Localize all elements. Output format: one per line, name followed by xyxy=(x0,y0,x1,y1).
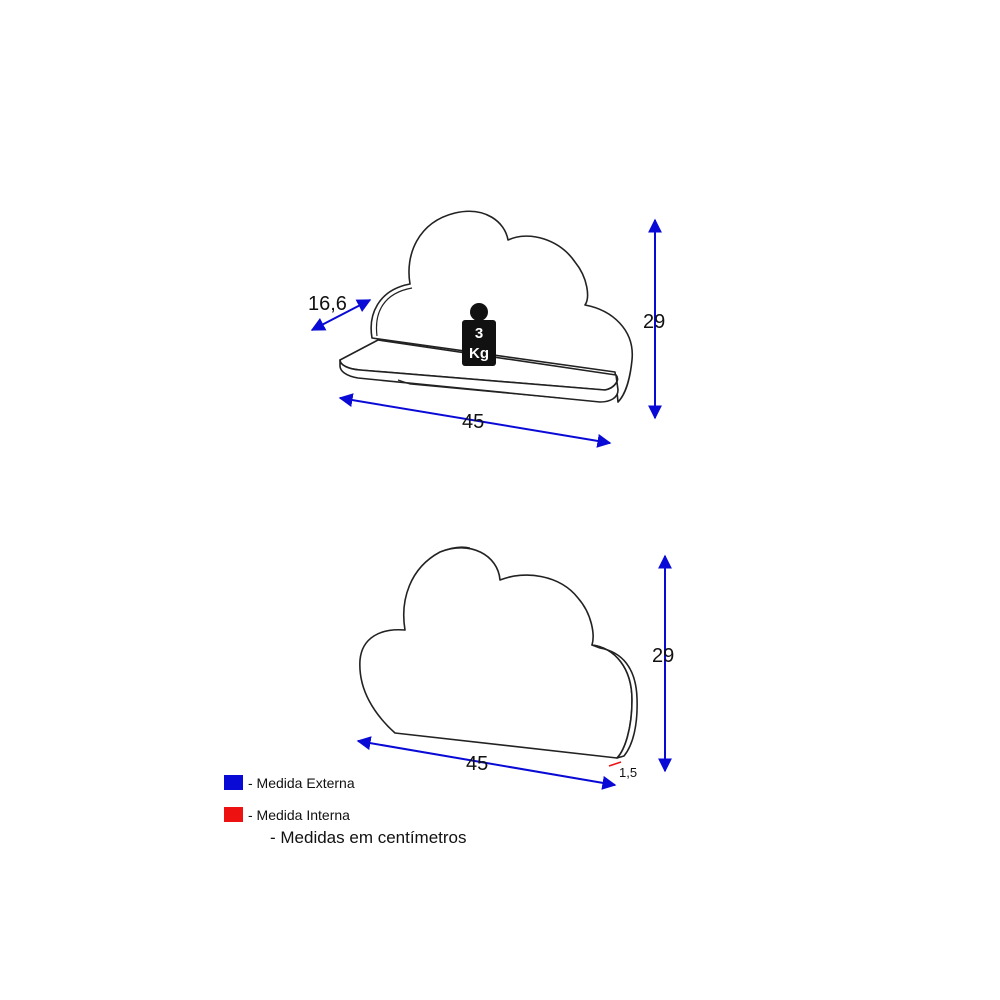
shelf-ledge-front xyxy=(339,359,619,403)
top-width-label: 45 xyxy=(462,411,484,433)
cloud-panel-edge xyxy=(591,644,638,759)
top-dimensions: 16,6 29 45 xyxy=(308,218,665,448)
top-width-arrow xyxy=(338,393,612,448)
external-legend-label: - Medida Externa xyxy=(248,775,355,791)
thickness-label: 1,5 xyxy=(619,765,637,780)
weight-icon: 3 Kg xyxy=(462,303,496,366)
bottom-dimensions: 29 45 1,5 xyxy=(356,554,674,790)
internal-swatch xyxy=(224,807,243,822)
cloud-shelf-perspective: 3 Kg xyxy=(339,210,633,403)
cloud-back-panel xyxy=(370,210,633,403)
legend: - Medida Externa - Medida Interna - Medi… xyxy=(224,775,467,847)
external-swatch xyxy=(224,775,243,790)
cloud-top-edge xyxy=(439,546,471,553)
weight-number: 3 xyxy=(475,325,483,342)
top-height-label: 29 xyxy=(643,311,665,333)
internal-legend-label: - Medida Interna xyxy=(248,807,350,823)
bottom-height-label: 29 xyxy=(652,645,674,667)
top-depth-label: 16,6 xyxy=(308,293,347,315)
units-note: - Medidas em centímetros xyxy=(270,828,467,847)
cloud-edge-line xyxy=(375,287,413,337)
thickness-marker xyxy=(608,761,622,767)
top-depth-arrow xyxy=(310,299,372,331)
bottom-width-arrow xyxy=(356,736,617,790)
cloud-panel-perspective xyxy=(359,546,638,759)
weight-unit: Kg xyxy=(469,345,489,362)
cloud-panel-face xyxy=(359,547,633,759)
bottom-width-label: 45 xyxy=(466,753,488,775)
